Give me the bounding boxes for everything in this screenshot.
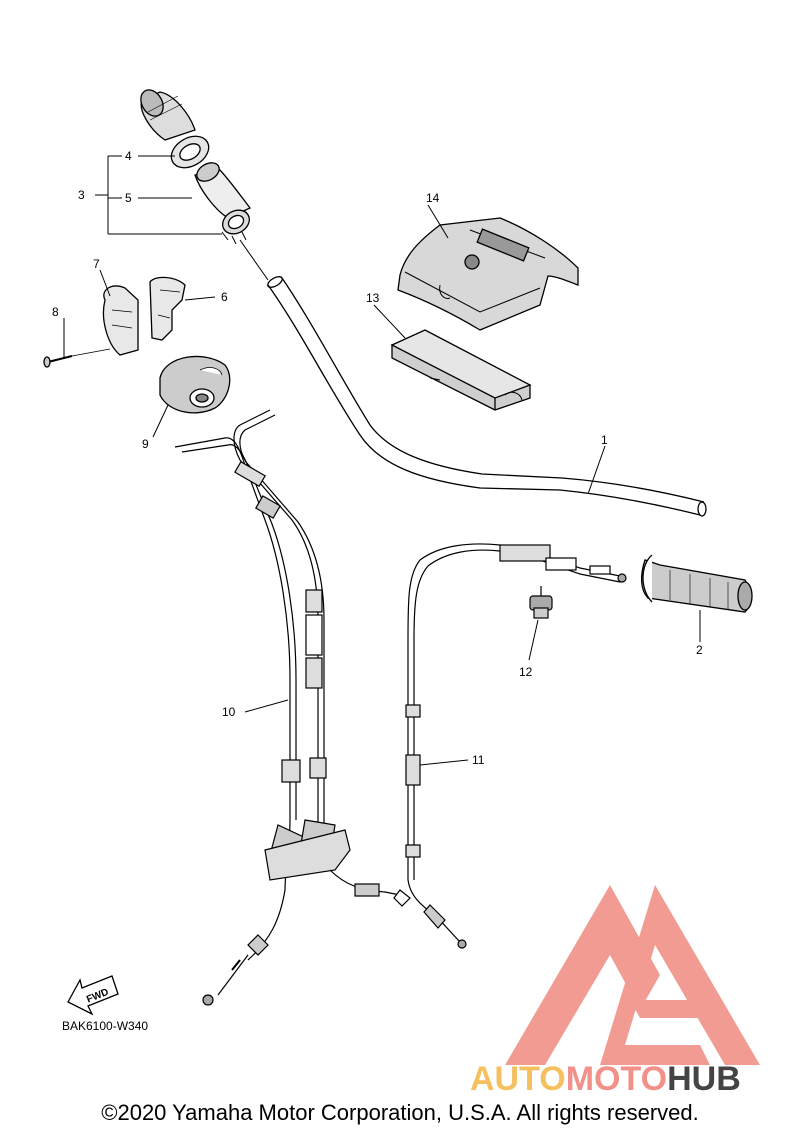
callout-8: 8: [52, 305, 59, 319]
brand-part-auto: AUTO: [470, 1060, 566, 1098]
throttle-grip-holder: [159, 355, 231, 414]
callout-numbers: 1 2 3 4 5 6 7 8 9 10 11 12 13 14: [52, 149, 703, 767]
callout-14: 14: [426, 191, 440, 205]
callout-1: 1: [601, 433, 608, 447]
fwd-arrow: FWD: [67, 975, 119, 1016]
watermark-logo: [505, 885, 760, 1065]
brand-part-moto: MOTO: [566, 1060, 667, 1098]
callout-6: 6: [221, 290, 228, 304]
clutch-cable: [405, 543, 627, 949]
callout-7: 7: [93, 257, 100, 271]
callout-10: 10: [222, 705, 236, 719]
callout-12: 12: [519, 665, 533, 679]
brand-part-hub: HUB: [667, 1060, 741, 1098]
callout-4: 4: [125, 149, 132, 163]
copyright-notice: ©2020 Yamaha Motor Corporation, U.S.A. A…: [101, 1100, 699, 1125]
handlebar: [239, 239, 707, 517]
watermark-brand: AUTOMOTOHUB: [470, 1060, 741, 1098]
throttle-cables: [174, 409, 411, 1006]
handlebar-cover: [397, 217, 579, 331]
callout-11: 11: [472, 753, 485, 767]
cable-adjuster: [529, 586, 553, 619]
throttle-housing: [43, 276, 186, 368]
right-grip: [640, 554, 753, 613]
callout-13: 13: [366, 291, 380, 305]
callout-9: 9: [142, 437, 149, 451]
left-grip: [140, 89, 252, 245]
callout-3: 3: [78, 188, 85, 202]
diagram-code: BAK6100-W340: [62, 1019, 148, 1033]
callout-5: 5: [125, 191, 132, 205]
diagram-canvas: 1 2 3 4 5 6 7 8 9 10 11 12 13 14 FWD BAK…: [43, 89, 760, 1098]
callout-2: 2: [696, 643, 703, 657]
leader-lines: [63, 155, 701, 766]
handlebar-pad: [390, 329, 532, 411]
